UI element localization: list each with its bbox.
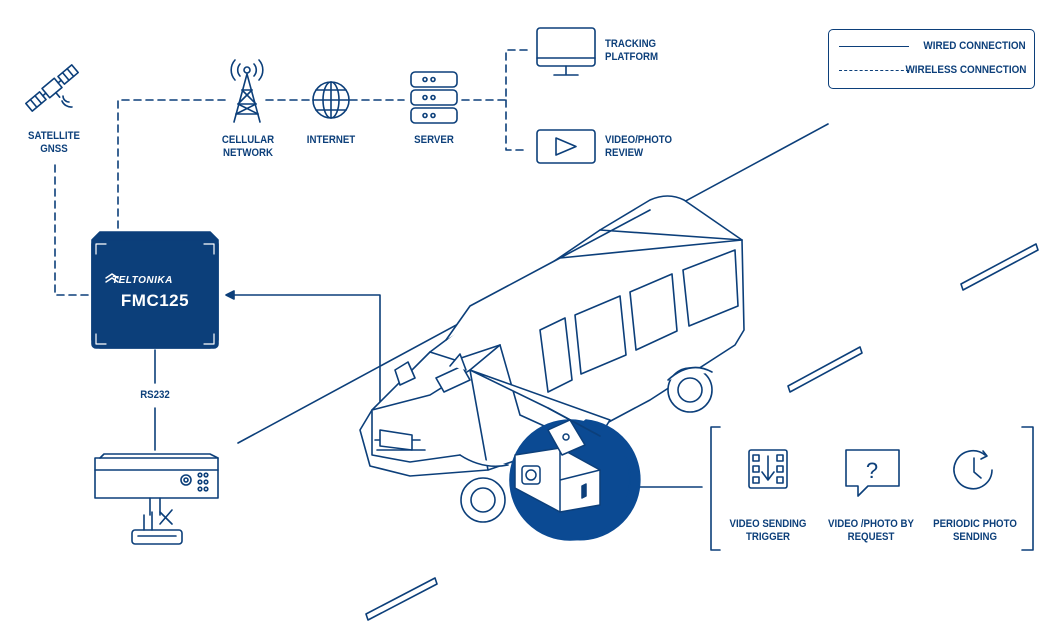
van-illustration [359, 195, 745, 523]
fmc125-device [91, 231, 219, 349]
feature-label-periodic-photo: PERIODIC PHOTO SENDING [933, 518, 1017, 543]
device-brand: TELTONIKA [112, 275, 173, 286]
legend-wired-label: WIRED CONNECTION [923, 40, 1026, 52]
feature-label-by-request: VIDEO /PHOTO BY REQUEST [828, 518, 914, 543]
features-bracket [710, 426, 1034, 551]
rs232-label: RS232 [140, 389, 170, 401]
cellular-label: CELLULAR NETWORK [221, 134, 275, 159]
server-label: SERVER [414, 134, 454, 146]
tracking-label: TRACKING PLATFORM [605, 38, 659, 63]
device-model: FMC125 [120, 291, 190, 310]
satellite-label: SATELLITE GNSS [27, 130, 80, 155]
question-bubble-icon: ? [845, 449, 900, 497]
feature-label-video-trigger: VIDEO SENDING TRIGGER [729, 518, 807, 543]
legend-wired: WIRED CONNECTION [839, 39, 1026, 53]
cell-tower-icon [230, 59, 264, 123]
wireless-line-sample [839, 70, 909, 71]
video-trigger-icon [748, 449, 788, 489]
clock-icon [953, 449, 993, 490]
globe-icon [312, 81, 350, 119]
monitor-icon [536, 27, 596, 76]
legend-wireless: WIRELESS CONNECTION [839, 63, 1026, 77]
legend: WIRED CONNECTION WIRELESS CONNECTION [828, 29, 1035, 89]
legend-wireless-label: WIRELESS CONNECTION [904, 64, 1026, 76]
video-review-label: VIDEO/PHOTO REVIEW [605, 134, 673, 159]
svg-text:?: ? [866, 458, 878, 483]
camera-zoom-circle [509, 407, 641, 541]
wireless-links [54, 49, 529, 296]
dvr-camera-icon [94, 453, 219, 545]
wired-line-sample [839, 46, 909, 47]
wired-links [154, 290, 703, 488]
internet-label: INTERNET [306, 134, 356, 146]
satellite-icon [25, 64, 79, 112]
play-icon [536, 129, 596, 164]
server-icon [410, 71, 458, 124]
